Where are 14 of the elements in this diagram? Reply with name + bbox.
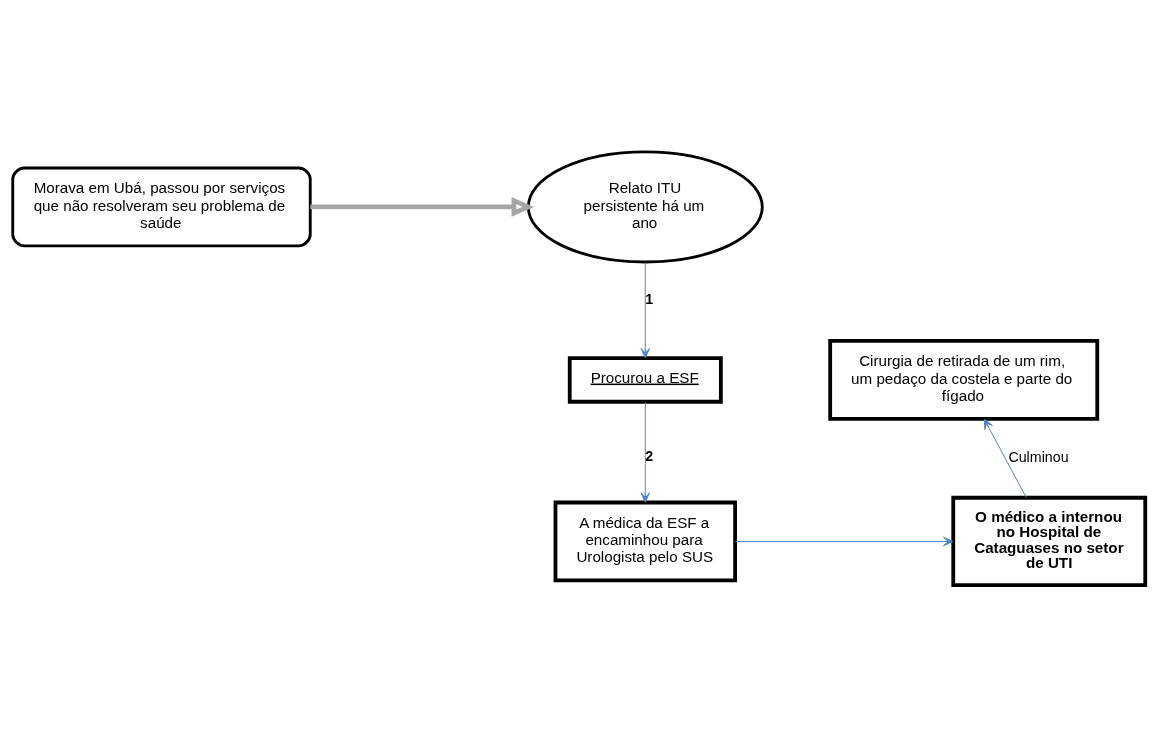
arrow (983, 418, 1027, 498)
node-box: Cirurgia de retirada de um rim, um pedaço da costela e parte do fígado (828, 338, 1100, 421)
edge-label: Culminou (1008, 448, 1069, 465)
arrow (640, 401, 651, 503)
arrow (310, 196, 535, 217)
node-ellipse: Relato ITU persistente há um ano (526, 149, 764, 263)
node-box: A médica da ESF a encaminhou para Urologista pelo SUS (553, 500, 737, 582)
arrow (640, 261, 651, 358)
arrow (734, 536, 954, 546)
node-box: Procurou a ESF (567, 355, 723, 404)
node-box: Morava em Ubá, passou por serviços que não resolveram seu problema de saúde (11, 166, 312, 247)
edge-label: 2 (645, 447, 654, 464)
edge-label: 1 (645, 290, 654, 307)
node-box: O médico a internou no Hospital de Cataguases no setor de UTI (951, 495, 1148, 587)
